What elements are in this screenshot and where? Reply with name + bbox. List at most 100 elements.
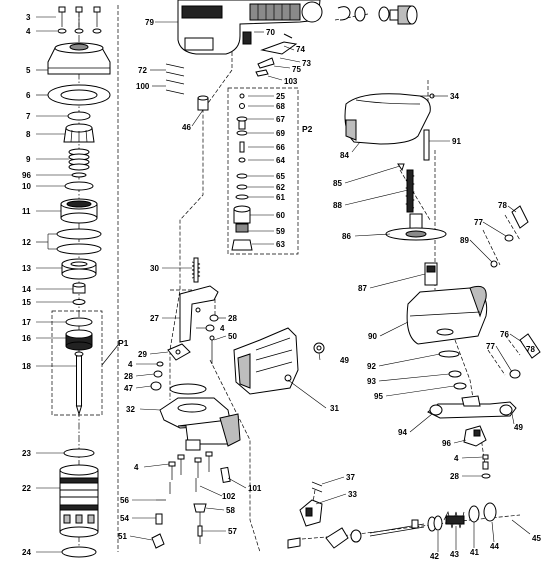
- callout-labels: 3 4 5 6 7 8 9 96 10 11 12 13 14 15 17 16…: [22, 13, 541, 561]
- nut-part-89: [490, 260, 498, 268]
- o-ring-part-23: [63, 448, 95, 458]
- callout-88: 88: [333, 201, 342, 210]
- valve-part-87: [424, 262, 438, 286]
- callout-66: 66: [276, 143, 285, 152]
- spring-part-42: [427, 515, 443, 532]
- piston-part-11: [60, 198, 98, 224]
- callout-84: 84: [340, 151, 349, 160]
- nut-part-14: [72, 282, 86, 294]
- cover-part-31: [233, 327, 299, 395]
- ring-part-44: [483, 502, 497, 522]
- o-ring-part-96: [71, 172, 87, 178]
- spring-part-88: [405, 169, 415, 213]
- callout-28a: 28: [228, 314, 237, 323]
- latch-part-33: [299, 499, 323, 527]
- section-box-p1: P1: [51, 310, 129, 416]
- valve-stack-p2: [231, 93, 253, 251]
- bracket-part-94: [427, 395, 517, 419]
- callout-32: 32: [126, 405, 135, 414]
- screw-part-4d-28c: [481, 454, 491, 479]
- o-ring-part-32a: [169, 383, 207, 395]
- callout-34: 34: [450, 92, 459, 101]
- plunger-part-86: [385, 213, 447, 241]
- callout-63: 63: [276, 240, 285, 249]
- pivot-part-29: [167, 343, 191, 361]
- callout-10: 10: [22, 182, 31, 191]
- cylinder-part-22: [59, 464, 99, 538]
- section-box-p2: P2: [227, 87, 313, 255]
- callout-44: 44: [490, 542, 499, 551]
- cylinder-cap-part-5: [47, 42, 111, 75]
- callout-37: 37: [346, 473, 355, 482]
- callout-3: 3: [26, 13, 31, 22]
- callout-11: 11: [22, 207, 31, 216]
- screw-part-76: [519, 333, 541, 359]
- callout-12: 12: [22, 238, 31, 247]
- pin-part-50: [209, 335, 215, 364]
- callout-8: 8: [26, 130, 31, 139]
- callout-14: 14: [22, 285, 31, 294]
- ring-part-95: [453, 382, 467, 390]
- o-ring-part-24: [61, 546, 97, 558]
- callout-13: 13: [22, 264, 31, 273]
- callout-76: 76: [500, 330, 509, 339]
- trigger-parts: [242, 31, 298, 77]
- gasket-part-6: [47, 84, 111, 106]
- callout-16: 16: [22, 334, 31, 343]
- section-label-p1: P1: [118, 338, 129, 348]
- pin-part-102: [169, 478, 197, 494]
- screw-part-3: [58, 6, 101, 27]
- pins-72-100: [165, 63, 185, 95]
- o-ring-part-7: [67, 111, 91, 121]
- callout-93: 93: [367, 377, 376, 386]
- callout-30: 30: [150, 264, 159, 273]
- callout-69: 69: [276, 129, 285, 138]
- callout-72: 72: [138, 66, 147, 75]
- callout-77b: 77: [486, 342, 495, 351]
- valve-part-46: [197, 95, 209, 111]
- screw-parts-4c-28b-47: [150, 361, 164, 391]
- callout-18: 18: [22, 362, 31, 371]
- callout-24: 24: [22, 548, 31, 557]
- callout-6: 6: [26, 91, 31, 100]
- screw-part-85: [397, 163, 405, 172]
- washer-parts-4b-28a: [205, 314, 219, 332]
- callout-85: 85: [333, 179, 342, 188]
- callout-58: 58: [226, 506, 235, 515]
- callout-45: 45: [532, 534, 541, 543]
- pin-part-37: [311, 481, 323, 493]
- callout-47: 47: [124, 384, 133, 393]
- callout-103: 103: [284, 77, 298, 86]
- callout-77a: 77: [474, 218, 483, 227]
- callout-4a: 4: [26, 27, 31, 36]
- housing-part-79: [177, 0, 323, 55]
- cap-part-41: [468, 505, 480, 523]
- callout-51: 51: [118, 532, 127, 541]
- callout-100: 100: [136, 82, 150, 91]
- callout-91: 91: [452, 137, 461, 146]
- callout-92: 92: [367, 362, 376, 371]
- o-ring-part-92: [438, 350, 460, 358]
- callout-96b: 96: [442, 439, 451, 448]
- callout-75: 75: [292, 65, 301, 74]
- callout-9: 9: [26, 155, 31, 164]
- callout-65: 65: [276, 172, 285, 181]
- fitting-part-96b: [463, 425, 487, 447]
- o-ring-part-12b: [56, 243, 102, 255]
- callout-28c: 28: [450, 472, 459, 481]
- callout-87: 87: [358, 284, 367, 293]
- callout-49b: 49: [514, 423, 523, 432]
- callout-94: 94: [398, 428, 407, 437]
- washer-part-4: [57, 28, 102, 34]
- callout-42: 42: [430, 552, 439, 560]
- callout-78b: 78: [526, 345, 535, 354]
- callout-59: 59: [276, 227, 285, 236]
- callout-54: 54: [120, 514, 129, 523]
- bumper-part-13: [61, 258, 97, 280]
- callout-73: 73: [302, 59, 311, 68]
- callout-74: 74: [296, 45, 305, 54]
- callout-50: 50: [228, 332, 237, 341]
- callout-7: 7: [26, 112, 31, 121]
- callout-86: 86: [342, 232, 351, 241]
